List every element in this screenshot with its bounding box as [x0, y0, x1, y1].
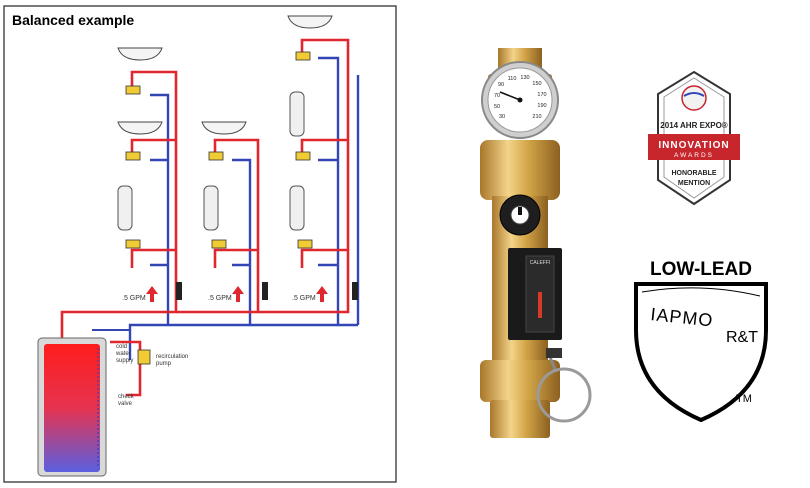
balancing-valves: [176, 282, 358, 300]
sink-icon: [117, 121, 163, 135]
arrow-up-icon: [316, 286, 328, 302]
svg-text:150: 150: [532, 81, 541, 87]
thermostatic-balancing-valve-product: 110 130 150 170 190 210 90 70 50 30 CALE…: [480, 48, 592, 438]
pull-ring: [536, 367, 592, 423]
badge-red-banner: [648, 134, 740, 160]
iapmo-shield-outline: [634, 282, 768, 423]
sink-fixtures: [117, 15, 333, 135]
shower-icon: [117, 185, 133, 231]
valve-outlet: [490, 400, 550, 438]
thermometer-scale: 110 130 150 170 190 210 90 70 50 30: [494, 75, 547, 120]
trademark-symbol: TM: [736, 393, 752, 405]
rt-text: R&T: [726, 329, 758, 346]
valve-icon: [297, 239, 313, 249]
badge-mention: MENTION: [678, 180, 710, 187]
valve-icon: [125, 85, 141, 95]
knob-pointer: [518, 207, 522, 215]
hot-supply-piping: [60, 38, 350, 397]
ahr-expo-award-badge: 2014 AHR EXPO® INNOVATION AWARDS HONORAB…: [648, 70, 740, 206]
badge-awards: AWARDS: [674, 152, 714, 159]
valve-icon: [295, 151, 311, 161]
sink-icon: [201, 121, 247, 135]
shower-icon: [203, 185, 219, 231]
svg-text:110: 110: [508, 76, 517, 82]
flow-arrows: [146, 286, 328, 302]
badge-year: 2014 AHR EXPO®: [660, 121, 728, 130]
diagram-title: Balanced example: [12, 12, 134, 28]
balancing-valve-icon: [176, 282, 182, 300]
valve-icon: [208, 151, 224, 161]
svg-text:70: 70: [494, 93, 500, 99]
flow-rate-label: .5 GPM: [208, 295, 232, 302]
badge-honorable: HONORABLE: [671, 170, 716, 177]
ring-cap: [546, 348, 562, 358]
balancing-valve-icon: [352, 282, 358, 300]
shower-fixtures: [117, 91, 305, 231]
return-piping: [128, 56, 360, 360]
balancing-valve-icon: [262, 282, 268, 300]
flow-rate-label: .5 GPM: [122, 295, 146, 302]
badge-swoosh-icon: [683, 92, 705, 97]
arrow-up-icon: [146, 286, 158, 302]
fixture-valves: [125, 51, 313, 365]
shower-icon: [289, 91, 305, 137]
sink-icon: [117, 47, 163, 61]
flow-meter-indicator: [538, 292, 542, 318]
shield-curve: [641, 287, 761, 297]
valve-brand-label: CALEFFI: [530, 260, 551, 266]
balanced-diagram: Balanced example: [3, 5, 397, 483]
recirculation-pump-icon: [137, 349, 151, 365]
valve-upper-body: [480, 140, 560, 200]
badge-inner-border: [663, 77, 725, 199]
badge-innovation: INNOVATION: [658, 140, 729, 151]
valve-icon: [125, 239, 141, 249]
arrow-up-icon: [232, 286, 244, 302]
valve-lower-fitting: [480, 360, 560, 402]
water-heater-tank: [44, 344, 100, 472]
low-lead-heading: LOW-LEAD: [650, 259, 752, 280]
svg-text:50: 50: [494, 104, 500, 110]
flow-rate-label: .5 GPM: [292, 295, 316, 302]
svg-text:170: 170: [537, 92, 546, 98]
svg-text:130: 130: [520, 75, 529, 81]
valve-icon: [295, 51, 311, 61]
thermometer-hub: [517, 97, 523, 103]
svg-text:210: 210: [532, 114, 541, 120]
flow-rate-labels: .5 GPM .5 GPM .5 GPM: [122, 295, 316, 302]
thermometer-needle: [499, 91, 521, 101]
sink-icon: [287, 15, 333, 29]
low-lead-certification-mark: LOW-LEAD IAPMO R&T TM: [634, 259, 768, 423]
svg-text:90: 90: [498, 82, 504, 88]
valve-icon: [125, 151, 141, 161]
shower-icon: [289, 185, 305, 231]
valve-icon: [211, 239, 227, 249]
badge-globe-icon: [681, 85, 707, 111]
svg-text:30: 30: [499, 114, 505, 120]
svg-text:190: 190: [537, 103, 546, 109]
